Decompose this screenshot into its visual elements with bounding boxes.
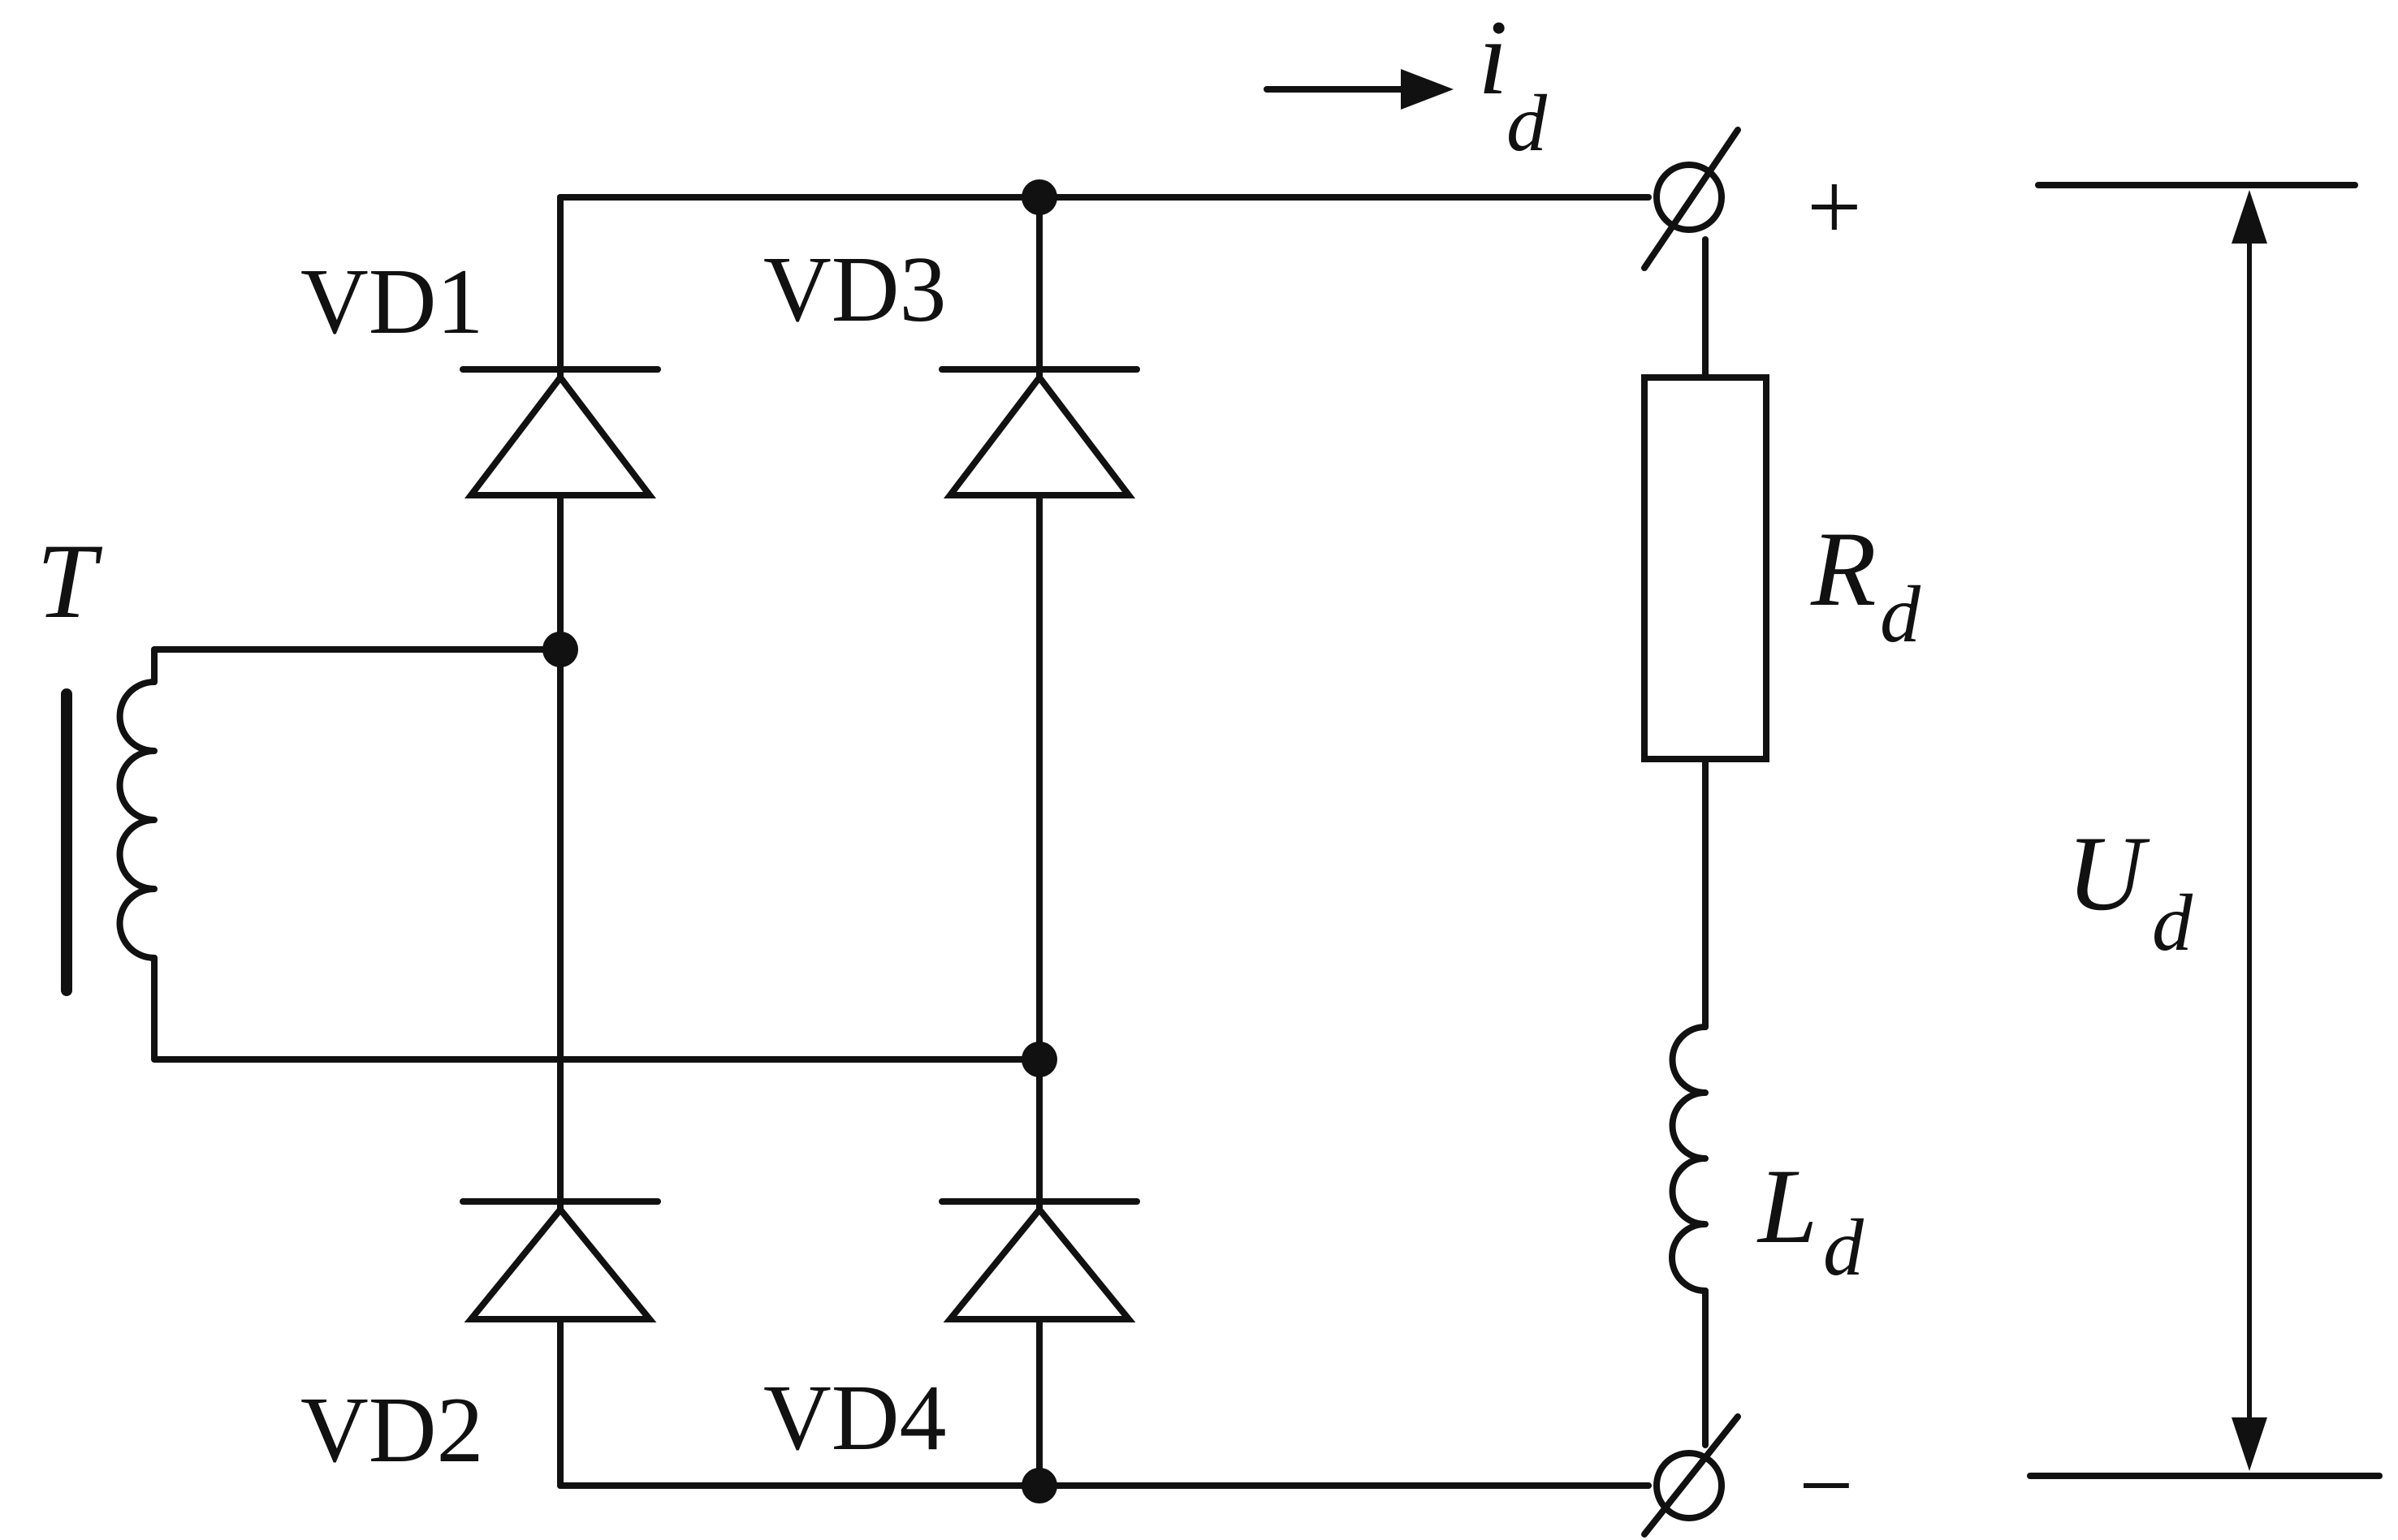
diode-vd4 [939, 1198, 1140, 1322]
svg-text:d: d [1506, 78, 1548, 168]
label-transformer: T [37, 521, 103, 641]
junction-top [1022, 179, 1057, 215]
junction-left-mid [542, 632, 578, 667]
dimension-arrow-down [2232, 1417, 2267, 1471]
junctions [542, 179, 1057, 1503]
svg-text:R: R [1810, 509, 1877, 628]
label-vd4: VD4 [763, 1366, 947, 1470]
transformer-t [61, 679, 158, 996]
inductor-ld [1669, 1024, 1709, 1294]
label-vd3: VD3 [763, 238, 947, 342]
transformer-coil [116, 679, 158, 961]
terminal-positive [1641, 127, 1741, 271]
label-vd2: VD2 [300, 1378, 484, 1482]
wire-transformer-bottom [151, 955, 1043, 1063]
label-resistor: R d [1810, 509, 1921, 659]
junction-right-mid [1022, 1042, 1057, 1077]
diode-vd1 [460, 366, 661, 498]
junction-bottom [1022, 1468, 1057, 1503]
label-vd1: VD1 [300, 250, 484, 354]
label-voltage: U d [2067, 813, 2193, 968]
label-current: i d [1478, 0, 1548, 168]
wires [151, 194, 1709, 1489]
diode-vd3 [939, 366, 1140, 498]
svg-text:i: i [1478, 0, 1508, 117]
wire-transformer-top [151, 646, 564, 685]
label-minus: − [1799, 1431, 1854, 1539]
diode-vd2 [460, 1198, 661, 1322]
voltage-dimension [2027, 182, 2383, 1479]
label-inductor: L d [1756, 1146, 1864, 1292]
svg-text:L: L [1756, 1146, 1817, 1266]
svg-text:d: d [2152, 878, 2193, 968]
svg-text:d: d [1880, 569, 1921, 659]
terminal-negative [1641, 1413, 1741, 1538]
current-arrow [1264, 69, 1454, 110]
resistor-rd [1641, 374, 1769, 762]
dimension-arrow-up [2232, 190, 2267, 244]
svg-text:U: U [2067, 813, 2150, 933]
svg-text:d: d [1823, 1202, 1864, 1292]
label-plus: + [1807, 153, 1862, 261]
